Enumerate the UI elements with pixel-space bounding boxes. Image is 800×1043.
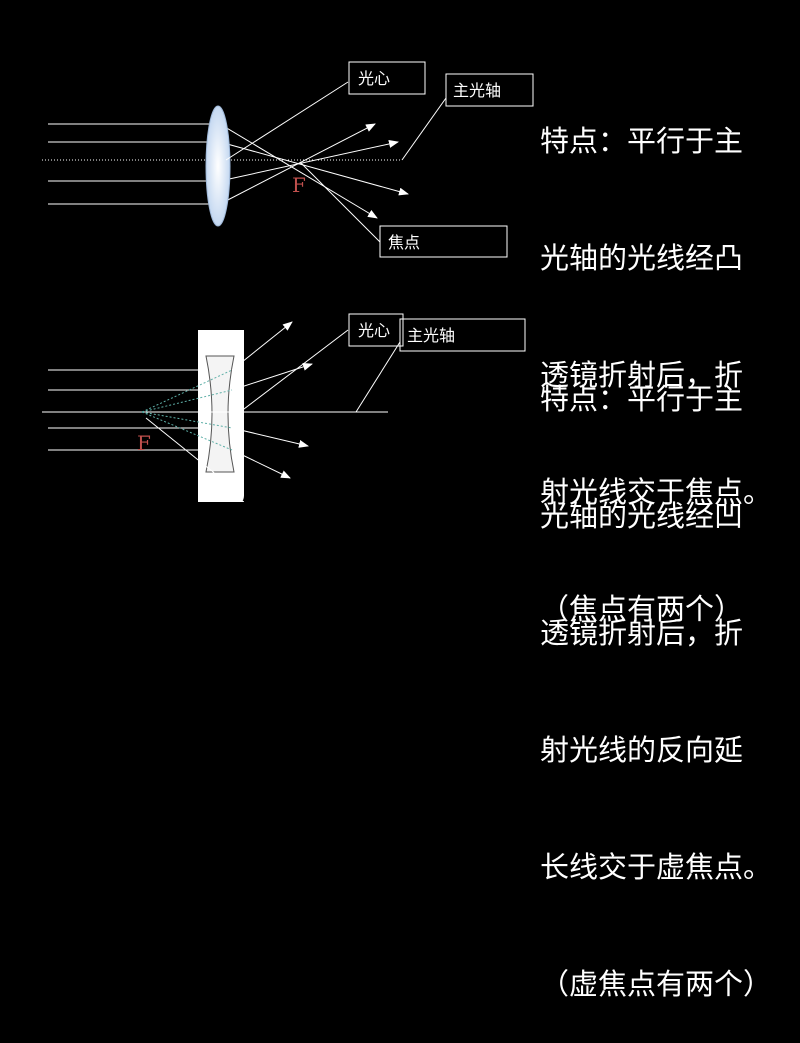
concave-description-line: 特点：平行于主: [540, 382, 744, 416]
concave-leader-lines: [145, 329, 401, 493]
convex-incident-rays: [48, 123, 212, 205]
concave-description-line: 光轴的光线经凹: [540, 499, 744, 533]
convex-lens-diagram: F 光心 主光轴 焦点: [42, 61, 534, 258]
convex-principal-axis-box: [445, 73, 534, 107]
concave-lens-diagram: F 光心 主光轴 虚焦点: [42, 313, 526, 504]
convex-principal-axis-label: 主光轴: [453, 81, 501, 100]
concave-virtual-extensions: [141, 369, 233, 451]
convex-focus-label: 焦点: [388, 233, 420, 252]
convex-description-line: 透镜折射后，折: [540, 358, 744, 392]
concave-description-line: 透镜折射后，折: [540, 616, 744, 650]
convex-focus-letter: F: [292, 173, 306, 197]
convex-description-line: 特点：平行于主: [540, 124, 744, 158]
concave-principal-axis-box: [399, 318, 526, 352]
convex-description-line: 射光线交于焦点。: [540, 475, 773, 509]
concave-principal-axis-label: 主光轴: [407, 326, 455, 345]
convex-optical-center-box: [348, 61, 426, 95]
concave-optical-center-box: [348, 313, 404, 347]
concave-description-line: （虚焦点有两个）: [540, 967, 773, 1001]
convex-focus-box: [379, 225, 508, 258]
convex-leader-lines: [225, 81, 447, 243]
convex-optical-center-label: 光心: [358, 69, 390, 88]
convex-refracted-rays: [219, 123, 409, 219]
concave-description-line: 长线交于虚焦点。: [540, 850, 773, 884]
concave-description-line: 射光线的反向延: [540, 733, 744, 767]
convex-lens: [205, 105, 231, 227]
concave-lens: [205, 355, 235, 473]
optics-diagram: F 光心 主光轴 焦点: [42, 61, 534, 504]
concave-virtual-focus-label: 虚焦点: [242, 485, 290, 504]
concave-optical-center-label: 光心: [358, 321, 390, 340]
concave-description: 特点：平行于主 光轴的光线经凹 透镜折射后，折 射光线的反向延 长线交于虚焦点。…: [540, 302, 772, 1043]
convex-description-line: 光轴的光线经凸: [540, 241, 744, 275]
concave-focus-letter: F: [137, 431, 151, 455]
concave-incident-rays: [48, 369, 200, 451]
concave-refracted-rays: [231, 321, 313, 479]
